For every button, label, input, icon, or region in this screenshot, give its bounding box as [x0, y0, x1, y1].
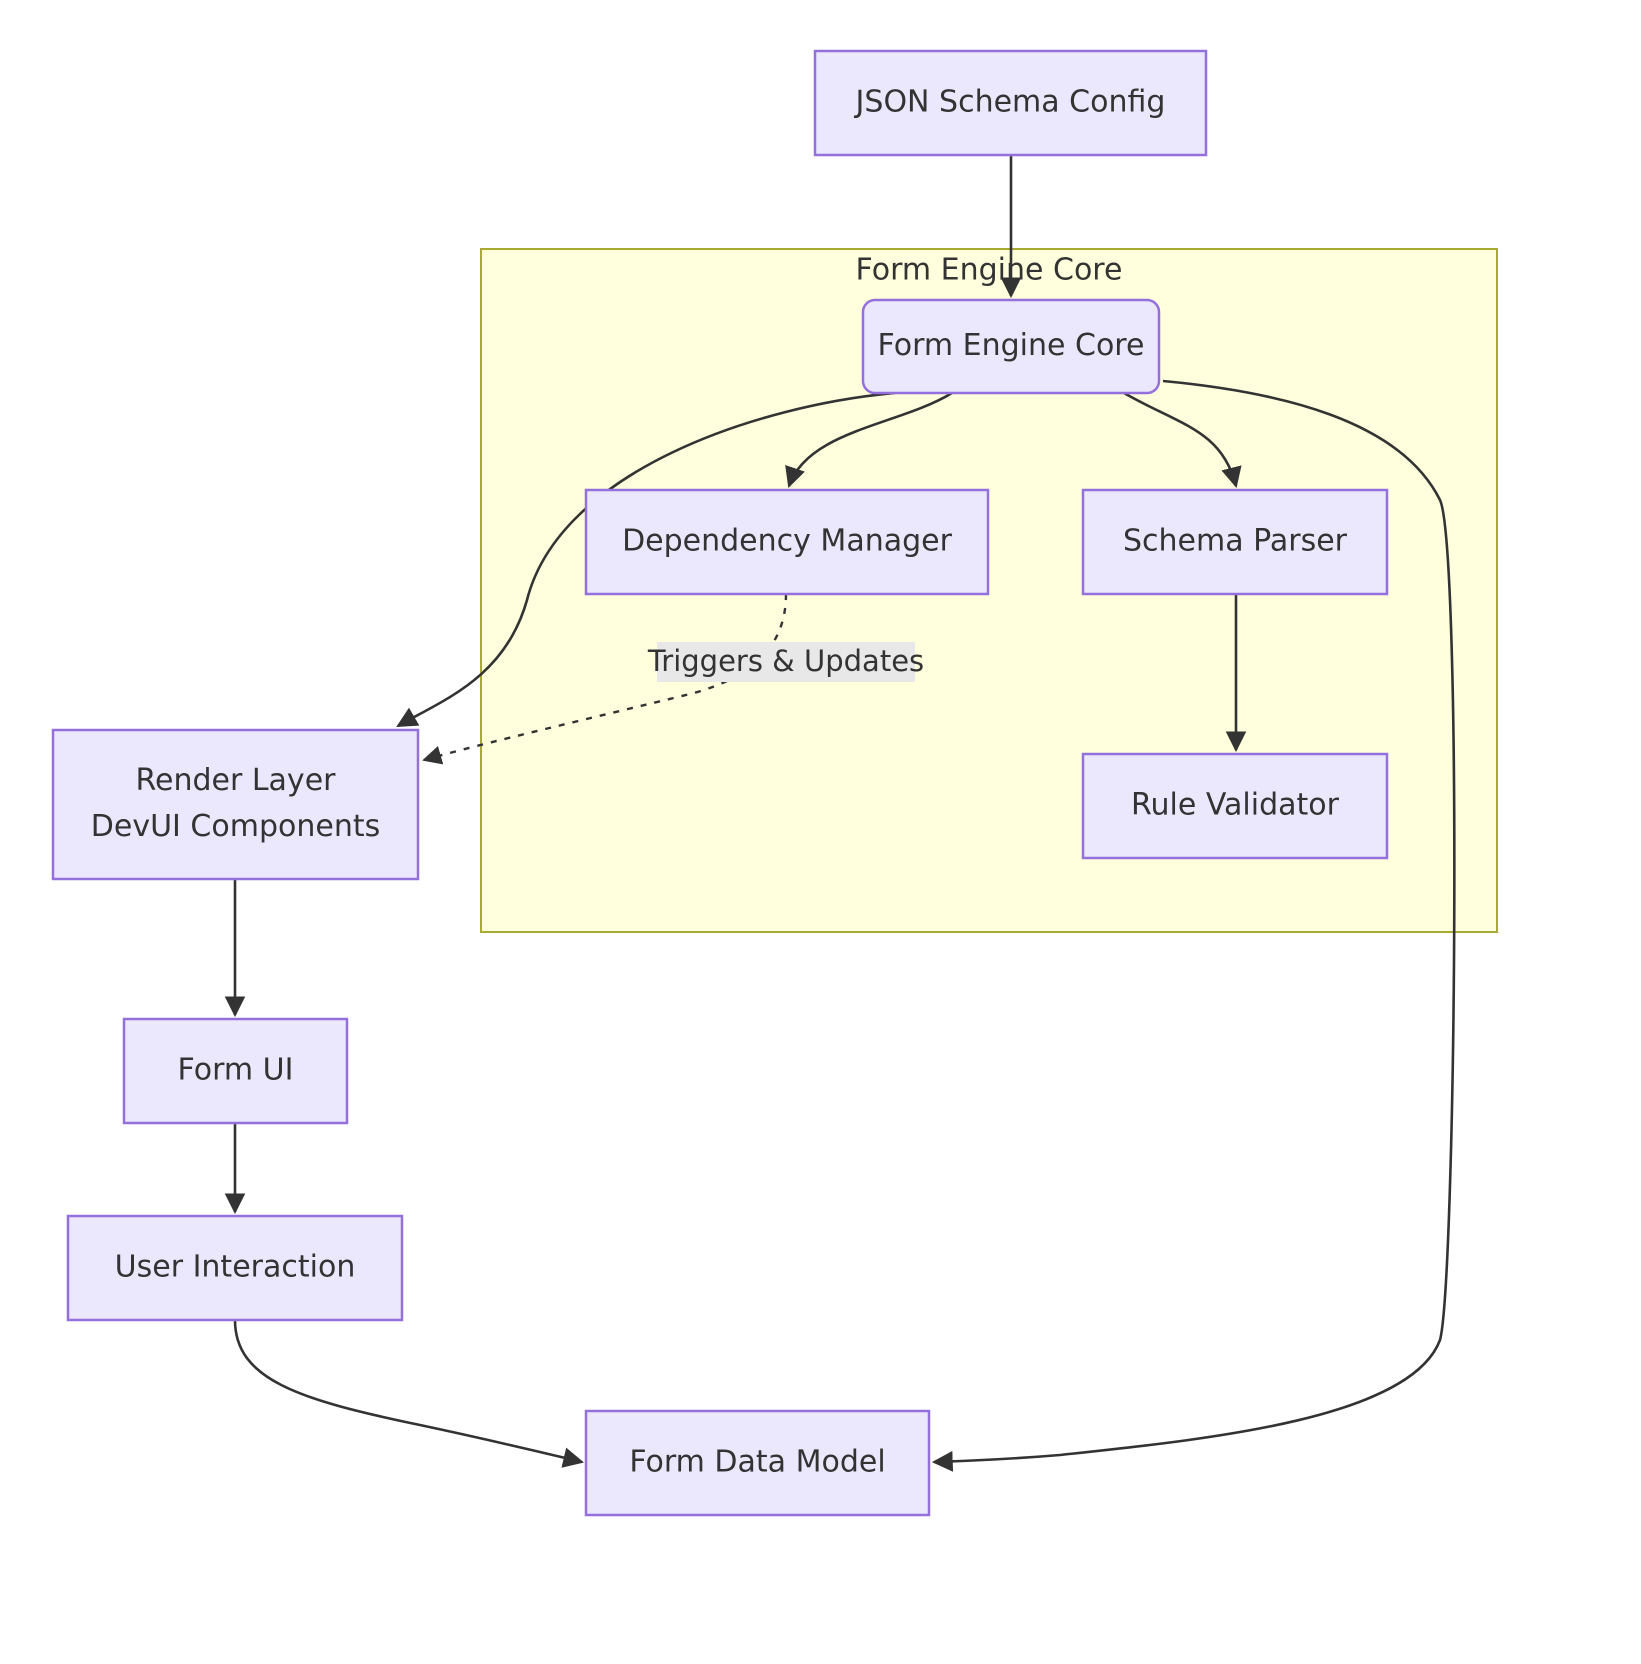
edge-form-engine-core-to-render-layer — [396, 391, 896, 728]
edge-label-background — [657, 642, 915, 682]
node-label-line: Schema Parser — [1123, 524, 1348, 559]
node-label-line: Rule Validator — [1131, 788, 1340, 823]
edge-user-interaction-to-form-data-model — [233, 1319, 585, 1468]
node-label-line: Dependency Manager — [622, 524, 953, 559]
node-box[interactable] — [51, 728, 420, 881]
edge-form-engine-core-to-form-data-model — [931, 379, 1456, 1472]
node-label-line: Render Layer — [136, 763, 337, 798]
node-box[interactable] — [584, 1409, 931, 1517]
node-box[interactable] — [813, 49, 1208, 157]
edges-layer — [224, 155, 1456, 1472]
node-label-line: User Interaction — [115, 1250, 356, 1285]
edge-form-engine-core-to-schema-parser — [1123, 391, 1242, 489]
cluster-title: Form Engine Core — [856, 253, 1123, 288]
edge-form-engine-core-to-dependency-manager — [785, 391, 953, 488]
node-box[interactable] — [584, 488, 990, 596]
node-box[interactable] — [1081, 488, 1389, 596]
node-schema-parser[interactable]: Schema Parser — [1081, 488, 1389, 596]
edge-label-label-triggers-updates: Triggers & Updates — [647, 642, 924, 682]
node-form-data-model[interactable]: Form Data Model — [584, 1409, 931, 1517]
node-box[interactable] — [66, 1214, 404, 1322]
node-form-ui[interactable]: Form UI — [122, 1017, 349, 1125]
node-json-schema-config[interactable]: JSON Schema Config — [813, 49, 1208, 157]
node-box[interactable] — [1081, 752, 1389, 860]
node-box[interactable] — [122, 1017, 349, 1125]
edge-labels-layer: Triggers & Updates — [647, 642, 924, 682]
node-form-engine-core[interactable]: Form Engine Core — [861, 298, 1161, 395]
edge-dependency-manager-to-render-layer — [422, 593, 788, 765]
node-dependency-manager[interactable]: Dependency Manager — [584, 488, 990, 596]
node-user-interaction[interactable]: User Interaction — [66, 1214, 404, 1322]
edge-label-text: Triggers & Updates — [647, 644, 924, 678]
node-rule-validator[interactable]: Rule Validator — [1081, 752, 1389, 860]
node-box[interactable] — [861, 298, 1161, 395]
node-label-line: Form Data Model — [629, 1445, 885, 1480]
node-label-line: JSON Schema Config — [854, 85, 1166, 120]
node-label-line: Form UI — [178, 1053, 294, 1088]
node-label-line: DevUI Components — [91, 809, 380, 844]
node-label-line: Form Engine Core — [878, 328, 1145, 363]
